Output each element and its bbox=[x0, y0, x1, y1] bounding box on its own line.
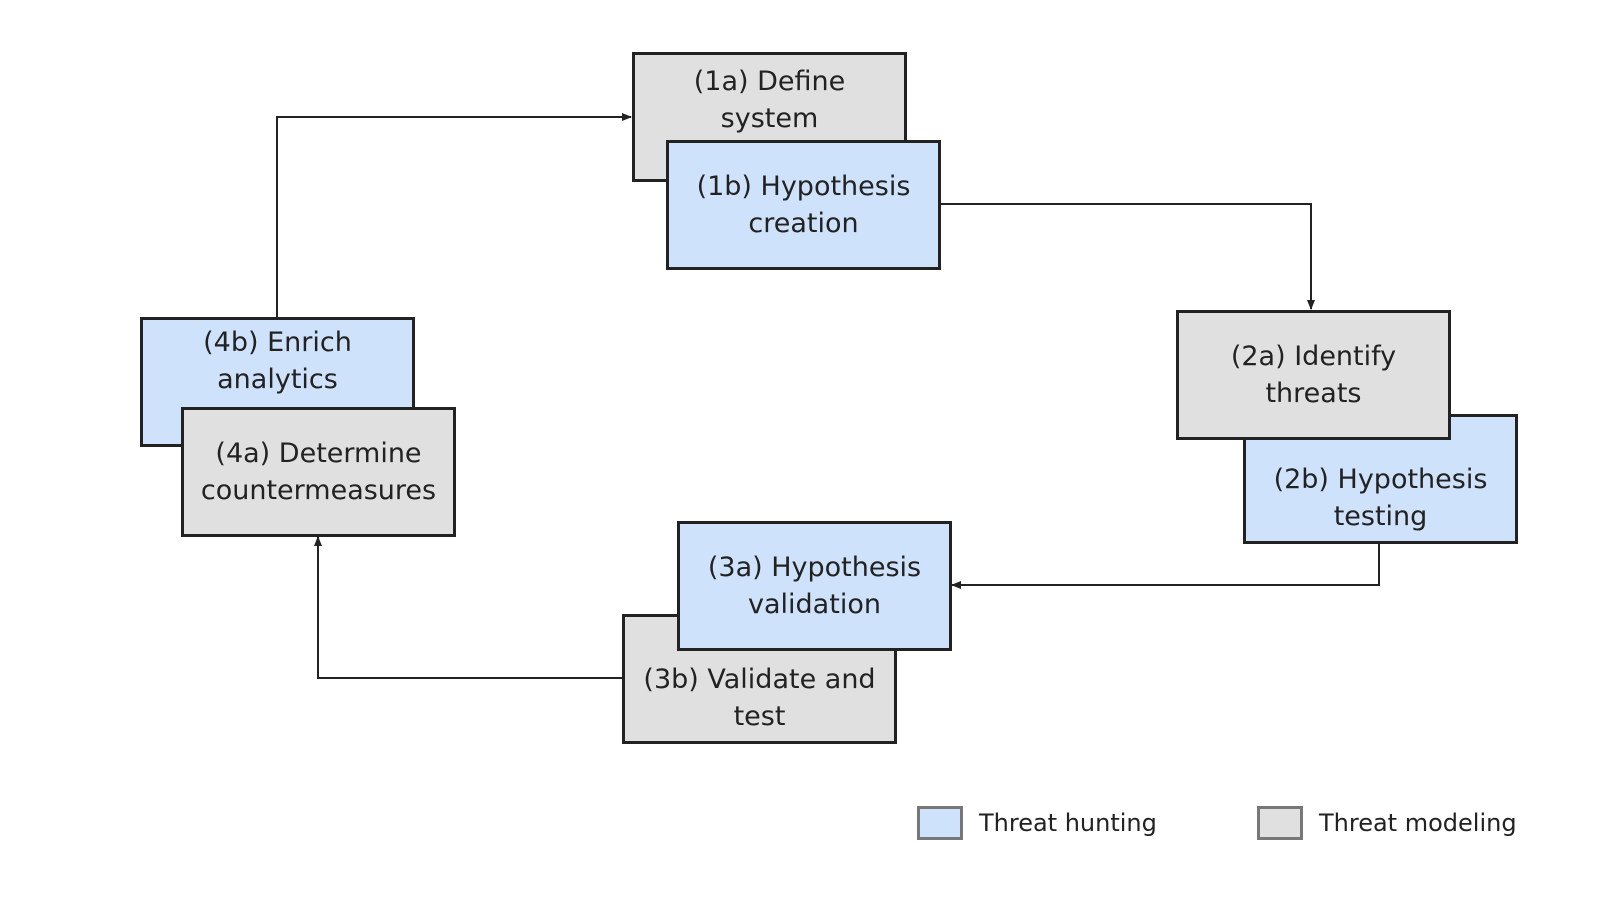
box-1a-define-system: (1a) Define system bbox=[632, 52, 907, 182]
connector-2b-to-3a bbox=[951, 543, 1380, 589]
box-2a-identify-threats: (2a) Identify threats bbox=[1176, 310, 1451, 440]
connector-1b-to-2a bbox=[941, 203, 1315, 310]
legend-label-threat-hunting: Threat hunting bbox=[979, 809, 1157, 837]
box-3a-hypothesis-validation: (3a) Hypothesis validation bbox=[677, 521, 952, 651]
box-3a-line1: (3a) Hypothesis bbox=[707, 552, 922, 583]
box-3b-line2: test bbox=[733, 701, 786, 732]
box-2b-line2: testing bbox=[1333, 501, 1428, 532]
box-4a-determine-countermeasures: (4a) Determine countermeasures bbox=[181, 407, 456, 537]
box-4b-line2: analytics bbox=[217, 364, 338, 395]
box-1b-line2: creation bbox=[748, 208, 859, 239]
box-3b-line1: (3b) Validate and bbox=[643, 664, 876, 695]
connector-4b-to-1a bbox=[276, 113, 632, 317]
legend-threat-hunting: Threat hunting bbox=[917, 806, 1157, 840]
box-2a-line2: threats bbox=[1265, 378, 1362, 409]
legend-swatch-threat-modeling bbox=[1257, 806, 1303, 840]
box-3a-line2: validation bbox=[748, 589, 881, 620]
box-2b-line1: (2b) Hypothesis bbox=[1273, 464, 1488, 495]
box-1b-hypothesis-creation: (1b) Hypothesis creation bbox=[666, 140, 941, 270]
legend-threat-modeling: Threat modeling bbox=[1257, 806, 1517, 840]
box-4a-line2: countermeasures bbox=[200, 475, 437, 506]
box-1b-line1: (1b) Hypothesis bbox=[696, 171, 911, 202]
box-2a-line1: (2a) Identify bbox=[1230, 341, 1397, 372]
connector-3b-to-4a bbox=[314, 536, 622, 679]
legend-swatch-threat-hunting bbox=[917, 806, 963, 840]
legend-label-threat-modeling: Threat modeling bbox=[1319, 809, 1517, 837]
box-4b-line1: (4b) Enrich bbox=[203, 327, 352, 358]
box-1a-line2: system bbox=[720, 103, 819, 134]
box-4a-line1: (4a) Determine bbox=[215, 438, 422, 469]
box-1a-line1: (1a) Define bbox=[693, 66, 846, 97]
